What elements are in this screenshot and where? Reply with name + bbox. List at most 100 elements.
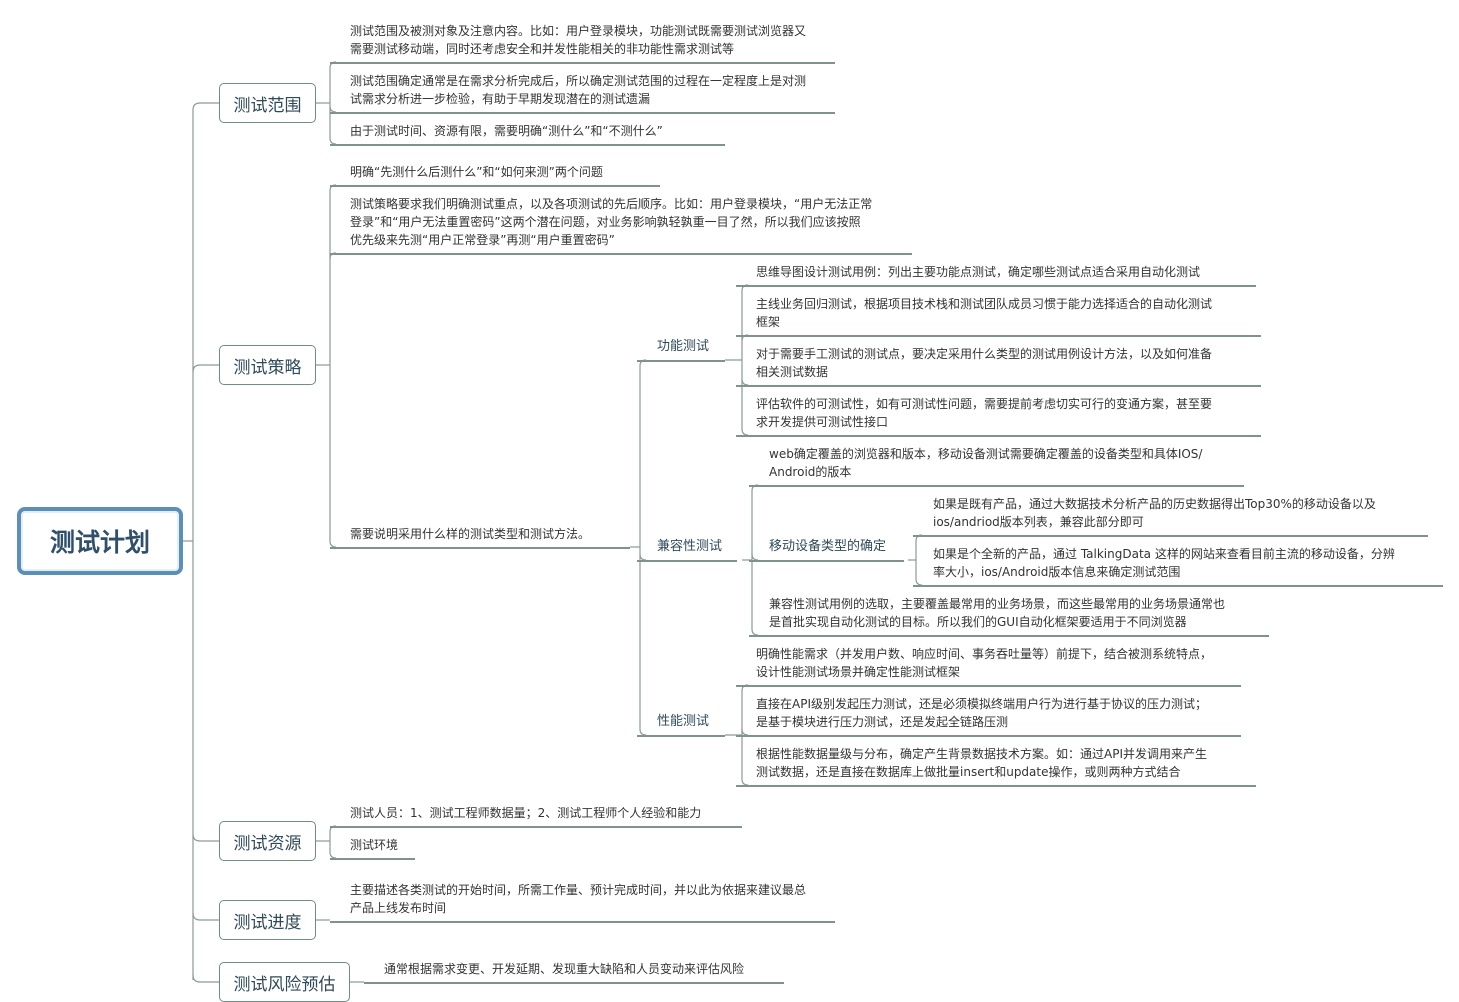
connector [741, 428, 749, 436]
topic-line: 移动设备类型的确定 [769, 539, 887, 554]
strategy-item-methods[interactable]: 需要说明采用什么样的测试类型和测试方法。 [350, 525, 590, 543]
node-test-resources[interactable]: 测试资源 [219, 821, 316, 861]
topic-line: Android的版本 [769, 465, 852, 479]
topic-line: 相关测试数据 [756, 365, 829, 379]
node-device-type-underline [749, 560, 904, 562]
resources-item-2[interactable]: 测试环境 [350, 836, 398, 854]
topic-line: 需要测试移动端，同时还考虑安全和并发性能相关的非功能性需求测试等 [350, 42, 735, 56]
topic-line: 是首批实现自动化测试的目标。所以我们的GUI自动化框架要适用于不同浏览器 [769, 615, 1187, 629]
functional-item-3[interactable]: 对于需要手工测试的测试点，要决定采用什么类型的测试用例设计方法，以及如何准备相关… [756, 345, 1212, 381]
topic-line: ios/andriod版本列表，兼容此部分即可 [933, 515, 1144, 529]
perf-item-3-underline [736, 785, 1256, 787]
scope-item-1[interactable]: 测试范围及被测对象及注意内容。比如：用户登录模块，功能测试既需要测试浏览器又需要… [350, 22, 806, 58]
connector [741, 778, 749, 786]
perf-item-3[interactable]: 根据性能数据量级与分布，确定产生背景数据技术方案。如：通过API并发调用来产生测… [756, 745, 1207, 781]
topic-line: 主线业务回归测试，根据项目技术栈和测试团队成员习惯于能力选择适合的自动化测试 [756, 297, 1213, 311]
node-compatibility[interactable]: 兼容性测试 [657, 538, 722, 556]
connector [915, 578, 923, 586]
node-test-strategy[interactable]: 测试策略 [219, 345, 316, 385]
perf-item-2[interactable]: 直接在API级别发起压力测试，还是必须模拟终端用户行为进行基于协议的压力测试；是… [756, 695, 1207, 731]
node-functional[interactable]: 功能测试 [657, 338, 709, 356]
node-functional-underline [637, 360, 725, 362]
schedule-item-1-underline [330, 921, 835, 923]
topic-line: 测试数据，还是直接在数据库上做批量insert和update操作，或则两种方式结… [756, 765, 1181, 779]
topic-line: 测试人员：1、测试工程师数据量；2、测试工程师个人经验和能力 [350, 806, 702, 820]
connector [639, 728, 647, 736]
functional-item-3-underline [736, 385, 1261, 387]
functional-item-4[interactable]: 评估软件的可测试性，如有可测试性问题，需要提前考虑切实可行的变通方案，甚至要求开… [756, 395, 1212, 431]
topic-line: 直接在API级别发起压力测试，还是必须模拟终端用户行为进行基于协议的压力测试； [756, 697, 1207, 711]
connector [192, 912, 219, 921]
topic-line: 通常根据需求变更、开发延期、发现重大缺陷和人员变动来评估风险 [384, 962, 745, 976]
node-device-type[interactable]: 移动设备类型的确定 [769, 538, 886, 556]
device-item-2[interactable]: 如果是个全新的产品，通过 TalkingData 这样的网站来查看目前主流的移动… [933, 545, 1395, 581]
perf-item-1[interactable]: 明确性能需求（并发用户数、响应时间、事务吞吐量等）前提下，结合被测系统特点，设计… [756, 645, 1212, 681]
compat-item-2-underline [749, 635, 1269, 637]
connector [192, 364, 219, 373]
topic-line: 兼容性测试 [657, 539, 723, 554]
strategy-item-methods-underline [330, 547, 630, 549]
topic-line: 根据性能数据量级与分布，确定产生背景数据技术方案。如：通过API并发调用来产生 [756, 747, 1207, 761]
functional-item-2[interactable]: 主线业务回归测试，根据项目技术栈和测试团队成员习惯于能力选择适合的自动化测试框架 [756, 295, 1212, 331]
topic-line: 明确“先测什么后测什么”和“如何来测”两个问题 [350, 165, 603, 179]
topic-line: 性能测试 [657, 714, 710, 729]
compat-item-1-underline [749, 485, 1244, 487]
scope-item-1-underline [330, 62, 835, 64]
resources-item-2-underline [330, 858, 415, 860]
topic-line: 求开发提供可测试性接口 [756, 415, 889, 429]
connector [192, 974, 219, 983]
topic-line: 率大小，ios/Android版本信息来确定测试范围 [933, 565, 1181, 579]
connector [329, 851, 337, 859]
schedule-item-1[interactable]: 主要描述各类测试的开始时间，所需工作量、预计完成时间，并以此为依据来建议最总产品… [350, 881, 806, 917]
device-item-2-underline [913, 585, 1443, 587]
topic-line: 框架 [756, 315, 781, 329]
topic-line: 登录”和“用户无法重置密码”这两个潜在问题，对业务影响孰轻孰重一目了然，所以我们… [350, 215, 861, 229]
topic-line: 测试范围确定通常是在需求分析完成后，所以确定测试范围的过程在一定程度上是对测 [350, 74, 807, 88]
topic-line: 明确性能需求（并发用户数、响应时间、事务吞吐量等）前提下，结合被测系统特点， [756, 647, 1213, 661]
functional-item-1-underline [736, 285, 1256, 287]
topic-line: 产品上线发布时间 [350, 901, 447, 915]
resources-item-1-underline [330, 826, 742, 828]
topic-line: 主要描述各类测试的开始时间，所需工作量、预计完成时间，并以此为依据来建议最总 [350, 883, 807, 897]
node-performance-underline [637, 735, 725, 737]
connector [751, 553, 759, 561]
scope-item-3-underline [330, 144, 725, 146]
strategy-item-2-underline [330, 253, 912, 255]
node-test-schedule[interactable]: 测试进度 [219, 900, 316, 940]
compat-item-2[interactable]: 兼容性测试用例的选取，主要覆盖最常用的业务场景，而这些最常用的业务场景通常也是首… [769, 595, 1225, 631]
connector [741, 728, 749, 736]
topic-line: 测试策略要求我们明确测试重点，以及各项测试的先后顺序。比如：用户登录模块，“用户… [350, 197, 873, 211]
strategy-item-2[interactable]: 测试策略要求我们明确测试重点，以及各项测试的先后顺序。比如：用户登录模块，“用户… [350, 195, 872, 249]
compat-item-1[interactable]: web确定覆盖的浏览器和版本，移动设备测试需要确定覆盖的设备类型和具体IOS/A… [769, 445, 1202, 481]
topic-line: 兼容性测试用例的选取，主要覆盖最常用的业务场景，而这些最常用的业务场景通常也 [769, 597, 1226, 611]
connector [751, 628, 759, 636]
node-performance[interactable]: 性能测试 [657, 713, 709, 731]
strategy-item-1[interactable]: 明确“先测什么后测什么”和“如何来测”两个问题 [350, 163, 603, 181]
topic-line: web确定覆盖的浏览器和版本，移动设备测试需要确定覆盖的设备类型和具体IOS/ [769, 447, 1203, 461]
connector [192, 833, 219, 842]
connector [329, 540, 337, 548]
topic-line: 对于需要手工测试的测试点，要决定采用什么类型的测试用例设计方法，以及如何准备 [756, 347, 1213, 361]
topic-line: 测试范围及被测对象及注意内容。比如：用户登录模块，功能测试既需要测试浏览器又 [350, 24, 807, 38]
node-compatibility-underline [637, 560, 737, 562]
functional-item-1[interactable]: 思维导图设计测试用例：列出主要功能点测试，确定哪些测试点适合采用自动化测试 [756, 263, 1200, 281]
topic-line: 需要说明采用什么样的测试类型和测试方法。 [350, 527, 591, 541]
topic-line: 由于测试时间、资源有限，需要明确“测什么”和“不测什么” [350, 124, 663, 138]
scope-item-3[interactable]: 由于测试时间、资源有限，需要明确“测什么”和“不测什么” [350, 122, 663, 140]
node-test-risk[interactable]: 测试风险预估 [219, 962, 350, 1002]
topic-line: 评估软件的可测试性，如有可测试性问题，需要提前考虑切实可行的变通方案，甚至要 [756, 397, 1213, 411]
node-test-scope[interactable]: 测试范围 [219, 83, 316, 123]
resources-item-1[interactable]: 测试人员：1、测试工程师数据量；2、测试工程师个人经验和能力 [350, 804, 701, 822]
functional-item-2-underline [736, 335, 1261, 337]
connector [639, 553, 647, 561]
topic-line: 优先级来先测“用户正常登录”再测“用户重置密码” [350, 233, 615, 247]
connector [192, 102, 219, 111]
topic-line: 功能测试 [657, 339, 710, 354]
device-item-1-underline [913, 535, 1428, 537]
scope-item-2[interactable]: 测试范围确定通常是在需求分析完成后，所以确定测试范围的过程在一定程度上是对测试需… [350, 72, 806, 108]
functional-item-4-underline [736, 435, 1261, 437]
connector [329, 105, 337, 113]
risk-item-1[interactable]: 通常根据需求变更、开发延期、发现重大缺陷和人员变动来评估风险 [384, 960, 744, 978]
root-node[interactable]: 测试计划 [17, 507, 183, 575]
